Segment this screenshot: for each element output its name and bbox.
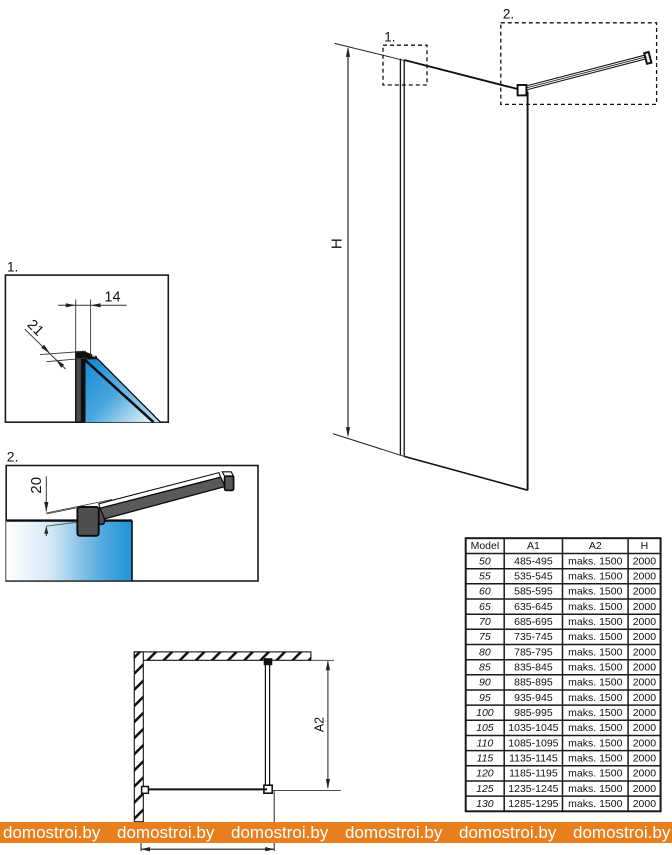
svg-text:2000: 2000: [633, 752, 657, 764]
svg-text:80: 80: [479, 646, 491, 658]
svg-text:2000: 2000: [633, 677, 657, 689]
svg-text:maks. 1500: maks. 1500: [568, 677, 622, 689]
svg-text:2000: 2000: [633, 798, 657, 810]
svg-text:maks. 1500: maks. 1500: [568, 752, 622, 764]
svg-text:1.: 1.: [7, 260, 18, 275]
svg-text:100: 100: [476, 707, 494, 719]
svg-text:2000: 2000: [633, 768, 657, 780]
svg-text:2000: 2000: [633, 707, 657, 719]
svg-text:maks. 1500: maks. 1500: [568, 631, 622, 643]
svg-text:2000: 2000: [633, 783, 657, 795]
svg-text:2.: 2.: [7, 449, 19, 465]
svg-text:60: 60: [479, 586, 491, 598]
svg-text:2000: 2000: [633, 631, 657, 643]
svg-text:A2: A2: [589, 540, 602, 552]
svg-text:130: 130: [476, 798, 494, 810]
svg-text:maks. 1500: maks. 1500: [568, 783, 622, 795]
svg-text:535-545: 535-545: [514, 570, 553, 582]
svg-text:885-895: 885-895: [514, 677, 553, 689]
svg-text:685-695: 685-695: [514, 616, 553, 628]
svg-text:maks. 1500: maks. 1500: [568, 692, 622, 704]
svg-text:maks. 1500: maks. 1500: [568, 555, 622, 567]
svg-text:2000: 2000: [633, 692, 657, 704]
svg-text:maks. 1500: maks. 1500: [568, 798, 622, 810]
svg-text:125: 125: [476, 783, 494, 795]
svg-text:1285-1295: 1285-1295: [508, 798, 558, 810]
svg-text:95: 95: [479, 692, 491, 704]
svg-text:635-645: 635-645: [514, 601, 553, 613]
svg-text:2.: 2.: [503, 7, 514, 22]
svg-text:maks. 1500: maks. 1500: [568, 768, 622, 780]
svg-text:maks. 1500: maks. 1500: [568, 570, 622, 582]
svg-text:maks. 1500: maks. 1500: [568, 661, 622, 673]
svg-text:maks. 1500: maks. 1500: [568, 601, 622, 613]
svg-text:A1: A1: [527, 540, 540, 552]
svg-text:2000: 2000: [633, 616, 657, 628]
svg-text:maks. 1500: maks. 1500: [568, 722, 622, 734]
svg-text:2000: 2000: [633, 555, 657, 567]
svg-text:50: 50: [479, 555, 491, 567]
svg-text:14: 14: [104, 289, 120, 305]
svg-text:2000: 2000: [633, 646, 657, 658]
svg-text:maks. 1500: maks. 1500: [568, 646, 622, 658]
svg-text:A2: A2: [313, 717, 327, 732]
svg-text:maks. 1500: maks. 1500: [568, 737, 622, 749]
svg-text:maks. 1500: maks. 1500: [568, 586, 622, 598]
svg-text:115: 115: [477, 752, 494, 764]
svg-text:1.: 1.: [384, 30, 395, 45]
svg-text:75: 75: [479, 631, 491, 643]
svg-text:1085-1095: 1085-1095: [508, 737, 558, 749]
svg-text:935-945: 935-945: [514, 692, 553, 704]
svg-text:70: 70: [479, 616, 491, 628]
svg-text:H: H: [328, 238, 345, 249]
svg-text:485-495: 485-495: [514, 555, 553, 567]
svg-text:2000: 2000: [633, 737, 657, 749]
svg-text:2000: 2000: [633, 661, 657, 673]
svg-text:1185-1195: 1185-1195: [509, 768, 558, 780]
svg-text:H: H: [641, 540, 649, 552]
svg-text:110: 110: [477, 737, 494, 749]
svg-text:120: 120: [476, 768, 494, 780]
svg-text:1135-1145: 1135-1145: [509, 752, 558, 764]
svg-text:maks. 1500: maks. 1500: [568, 616, 622, 628]
svg-text:65: 65: [479, 601, 491, 613]
svg-text:1235-1245: 1235-1245: [508, 783, 558, 795]
svg-text:90: 90: [479, 677, 491, 689]
svg-text:2000: 2000: [633, 570, 657, 582]
svg-text:735-745: 735-745: [514, 631, 553, 643]
svg-text:585-595: 585-595: [514, 586, 553, 598]
svg-text:785-795: 785-795: [514, 646, 553, 658]
svg-text:105: 105: [476, 722, 494, 734]
svg-text:985-995: 985-995: [514, 707, 553, 719]
svg-text:1035-1045: 1035-1045: [508, 722, 558, 734]
svg-text:85: 85: [479, 661, 491, 673]
svg-text:2000: 2000: [633, 601, 657, 613]
svg-text:55: 55: [479, 570, 491, 582]
svg-text:2000: 2000: [633, 586, 657, 598]
svg-text:Model: Model: [471, 540, 500, 552]
svg-text:20: 20: [28, 477, 45, 494]
svg-text:835-845: 835-845: [514, 661, 553, 673]
svg-text:2000: 2000: [633, 722, 657, 734]
svg-text:maks. 1500: maks. 1500: [568, 707, 622, 719]
